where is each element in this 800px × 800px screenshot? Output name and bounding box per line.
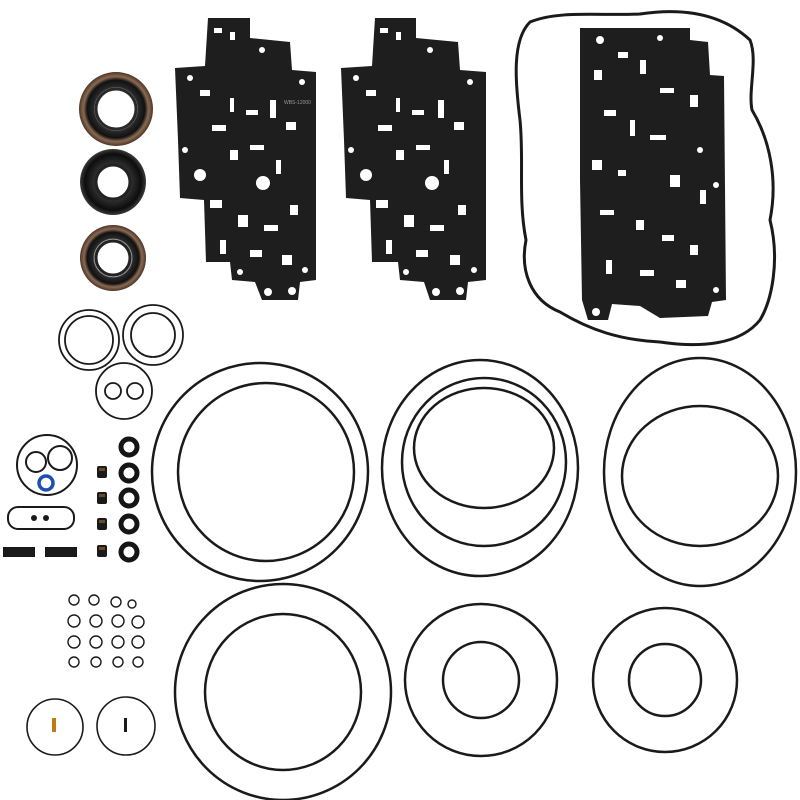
small-seal-ring-cluster — [58, 304, 184, 420]
o-ring — [95, 362, 153, 420]
o-ring-set-row1-right — [602, 356, 798, 588]
o-ring-set-row1-middle — [380, 358, 580, 578]
blue-o-ring — [37, 474, 55, 492]
o-ring-set-row1-left — [150, 361, 370, 583]
tiny-o-ring-grid — [67, 594, 145, 668]
o-ring-set-row2-left — [173, 582, 393, 800]
rubber-seal-set — [97, 436, 140, 563]
o-ring — [58, 309, 120, 371]
shaft-seal-group — [79, 72, 153, 291]
orange-pin — [52, 718, 56, 732]
solenoid-seal-pack — [3, 434, 78, 557]
valve-body-gasket-left: WBS-12000 — [175, 18, 316, 300]
o-ring — [122, 304, 184, 366]
o-ring-set-row2-right — [591, 606, 739, 754]
valve-body-gasket-middle — [341, 18, 486, 300]
o-ring-set-row2-middle — [403, 602, 559, 758]
valve-body-cover-gasket — [514, 10, 776, 347]
thin-seal-pair — [26, 696, 156, 756]
plate-stamp-text: WBS-12000 — [284, 100, 311, 106]
